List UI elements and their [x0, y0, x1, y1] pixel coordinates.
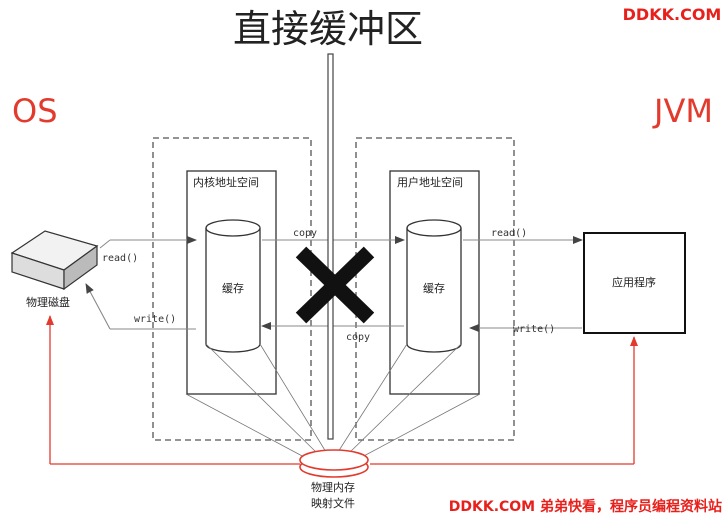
- os-label: OS: [12, 92, 58, 130]
- red-link-lines: [46, 315, 638, 465]
- physical-disk-icon: [10, 230, 99, 291]
- user-space-label: 用户地址空间: [397, 175, 463, 189]
- cross-icon: [295, 246, 375, 324]
- read-app-label: read(): [491, 228, 527, 239]
- kernel-buffer-cylinder: [205, 219, 261, 353]
- write-disk-label: write(): [134, 314, 176, 325]
- disk-label: 物理磁盘: [26, 295, 70, 309]
- application-label: 应用程序: [612, 275, 656, 289]
- mapped-file-ellipse: [299, 449, 369, 478]
- user-buffer-cylinder: [406, 219, 462, 353]
- direct-buffer-pole: [327, 53, 334, 440]
- kernel-space-box: [186, 170, 277, 395]
- copy-bottom-label: copy: [346, 332, 370, 343]
- application-box: [583, 232, 686, 334]
- write-app-label: write(): [513, 324, 555, 335]
- kernel-space-label: 内核地址空间: [193, 175, 259, 189]
- mapped-file-label-line2: 映射文件: [311, 496, 355, 510]
- copy-top-label: copy: [293, 228, 317, 239]
- watermark-bottom: DDKK.COM 弟弟快看，程序员编程资料站: [449, 498, 722, 515]
- mapped-file-label-line1: 物理内存: [311, 480, 355, 494]
- user-buffer-label: 缓存: [423, 281, 445, 295]
- user-space-box: [389, 170, 480, 395]
- diagram-title: 直接缓冲区: [233, 7, 423, 51]
- watermark-top: DDKK.COM: [623, 5, 722, 24]
- read-disk-label: read(): [102, 253, 138, 264]
- mapping-lines: [185, 343, 481, 459]
- jvm-label: JVM: [652, 92, 713, 130]
- kernel-buffer-label: 缓存: [222, 281, 244, 295]
